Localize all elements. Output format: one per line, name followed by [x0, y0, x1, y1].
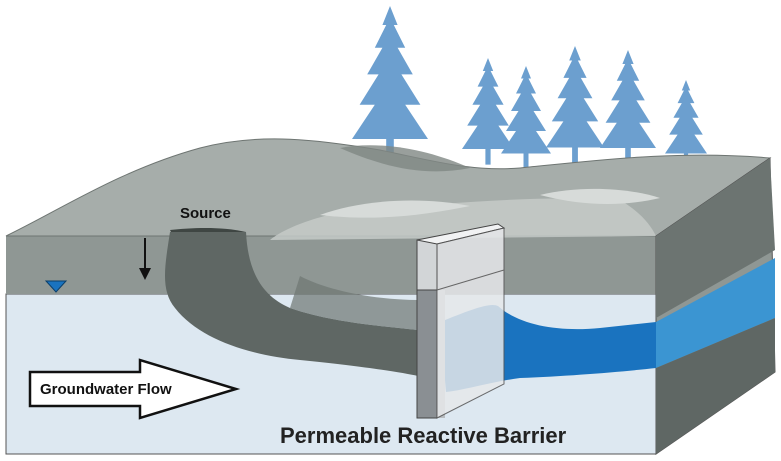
unsaturated-zone — [6, 236, 656, 294]
plume-side — [656, 258, 775, 368]
plume-upgradient — [165, 232, 418, 376]
reactive-barrier — [416, 223, 506, 419]
groundwater-flow-label: Groundwater Flow — [40, 381, 172, 398]
down-arrow-icon — [139, 238, 151, 280]
flow-arrow-icon — [28, 358, 241, 420]
diagram-title: Permeable Reactive Barrier — [280, 423, 567, 448]
water-table-triangle-icon — [44, 280, 68, 293]
source-label: Source — [180, 205, 231, 222]
